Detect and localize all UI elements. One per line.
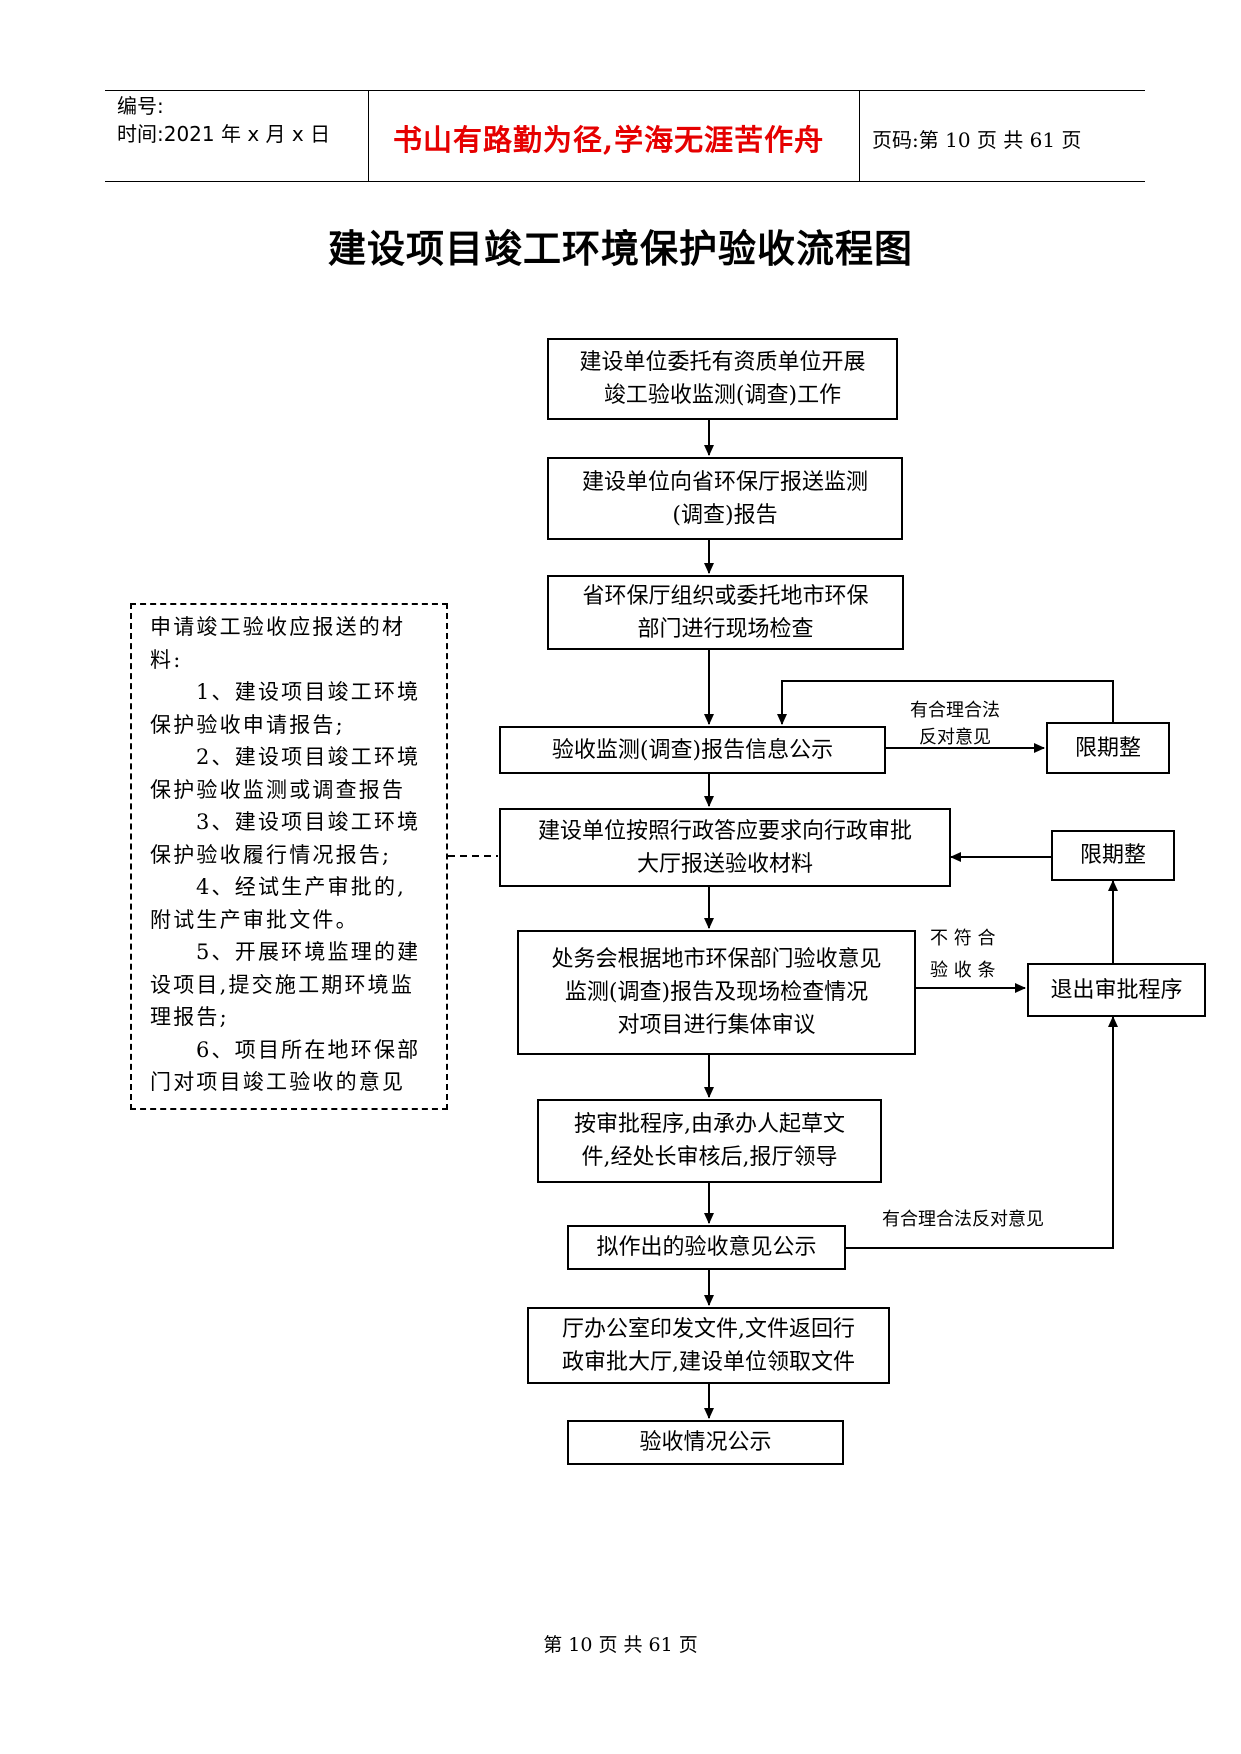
header-divider-right <box>859 90 860 181</box>
motto: 书山有路勤为径,学海无涯苦作舟 <box>393 123 825 157</box>
step-submit-materials: 建设单位按照行政答应要求向行政审批大厅报送验收材料 <box>499 808 951 887</box>
step-report-publicity: 验收监测(调查)报告信息公示 <box>499 726 886 774</box>
step-issue-document: 厅办公室印发文件,文件返回行政审批大厅,建设单位领取文件 <box>527 1307 890 1384</box>
note-line: 6、项目所在地环保部 <box>196 1037 421 1062</box>
page-code: 页码:第 10 页 共 61 页 <box>872 128 1082 152</box>
step-final-publicity: 验收情况公示 <box>567 1420 844 1465</box>
arrow-objection-to-exit <box>846 1016 1118 1249</box>
header-bottom-rule <box>105 181 1145 182</box>
step-submit-report: 建设单位向省环保厅报送监测(调查)报告 <box>547 457 903 540</box>
condition-objection-bottom: 有合理合法反对意见 <box>882 1209 1044 1230</box>
exit-approval-box: 退出审批程序 <box>1027 963 1206 1017</box>
note-line: 2、建设项目竣工环境 <box>196 745 421 769</box>
note-line: 申请竣工验收应报送的材 <box>150 615 406 639</box>
step-draft-document: 按审批程序,由承办人起草文件,经处长审核后,报厅领导 <box>537 1099 882 1183</box>
note-line: 1、建设项目竣工环境 <box>196 680 421 704</box>
step-commission-monitoring: 建设单位委托有资质单位开展竣工验收监测(调查)工作 <box>547 338 898 420</box>
rectify-box-mid: 限期整 <box>1051 830 1175 881</box>
note-line: 附试生产审批文件。 <box>150 907 359 932</box>
time-label: 时间:2021 年 x 月 x 日 <box>117 122 331 146</box>
serial-label: 编号: <box>117 94 164 118</box>
note-line: 料: <box>150 647 183 672</box>
note-line: 保护验收申请报告; <box>150 712 345 737</box>
note-line: 4、经试生产审批的, <box>196 875 407 899</box>
condition-not-qualified: 不 符 合 验 收 条 <box>930 928 996 981</box>
note-line: 3、建设项目竣工环境 <box>196 810 421 834</box>
header-top-rule <box>105 90 1145 91</box>
document-title: 建设项目竣工环境保护验收流程图 <box>327 227 913 271</box>
note-line: 理报告; <box>150 1005 229 1029</box>
step-site-inspection: 省环保厅组织或委托地市环保部门进行现场检查 <box>547 575 904 650</box>
note-line: 设项目,提交施工期环境监 <box>150 972 415 997</box>
note-line: 保护验收履行情况报告; <box>150 842 392 867</box>
step-collective-review: 处务会根据地市环保部门验收意见监测(调查)报告及现场检查情况对项目进行集体审议 <box>517 930 916 1055</box>
note-line: 门对项目竣工验收的意见 <box>150 1070 406 1094</box>
step-proposed-publicity: 拟作出的验收意见公示 <box>567 1225 846 1270</box>
note-line: 5、开展环境监理的建 <box>196 940 421 964</box>
rectify-box-top: 限期整 <box>1046 722 1170 774</box>
note-line: 保护验收监测或调查报告 <box>150 777 406 802</box>
materials-note: 申请竣工验收应报送的材 料: 1、建设项目竣工环境 保护验收申请报告; 2、建设… <box>130 603 448 1110</box>
loop-rectify-back <box>777 680 1114 725</box>
page-footer: 第 10 页 共 61 页 <box>543 1634 698 1656</box>
header-divider-left <box>368 90 369 181</box>
condition-objection-top: 有合理合法 反对意见 <box>910 700 1000 748</box>
